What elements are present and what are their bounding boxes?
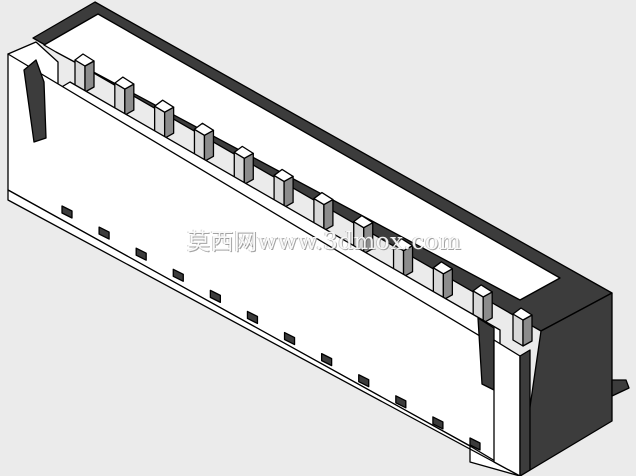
foot: [432, 416, 444, 430]
pin-top-face: [74, 53, 95, 67]
foot: [61, 205, 73, 219]
pin-top-face: [153, 99, 175, 113]
foot: [209, 289, 222, 304]
pin-top-face: [233, 145, 254, 160]
pin-top-face: [273, 168, 294, 183]
foot: [98, 226, 110, 240]
pin: [472, 284, 493, 324]
pin-top-face: [472, 284, 493, 298]
right-post: [493, 339, 521, 476]
foot: [469, 437, 481, 451]
pin: [114, 76, 135, 116]
front-bottom-strip: [7, 189, 521, 476]
pin-top-face: [432, 261, 454, 275]
pin-top-face: [512, 307, 533, 321]
pin: [193, 122, 215, 162]
pin: [153, 99, 175, 139]
pin-top-face: [313, 191, 334, 206]
pin-top-face: [114, 76, 135, 90]
pin: [392, 238, 414, 278]
right-tab: [611, 379, 630, 397]
pin-top-face: [353, 214, 374, 229]
pin: [432, 261, 454, 301]
pin: [273, 168, 294, 209]
pin-top-face: [193, 122, 215, 136]
foot: [172, 268, 184, 282]
pin-top-face: [392, 238, 414, 252]
foot: [320, 352, 333, 367]
foot: [395, 395, 407, 409]
back-wall-inner: [43, 13, 561, 301]
pin: [233, 145, 254, 186]
right-post-side: [519, 349, 531, 476]
foot: [358, 374, 370, 388]
pin: [74, 53, 95, 93]
foot: [135, 247, 147, 261]
pin: [512, 307, 533, 347]
left-notch: [23, 59, 47, 143]
pin: [313, 191, 334, 232]
foot: [283, 331, 296, 346]
foot: [246, 310, 259, 325]
